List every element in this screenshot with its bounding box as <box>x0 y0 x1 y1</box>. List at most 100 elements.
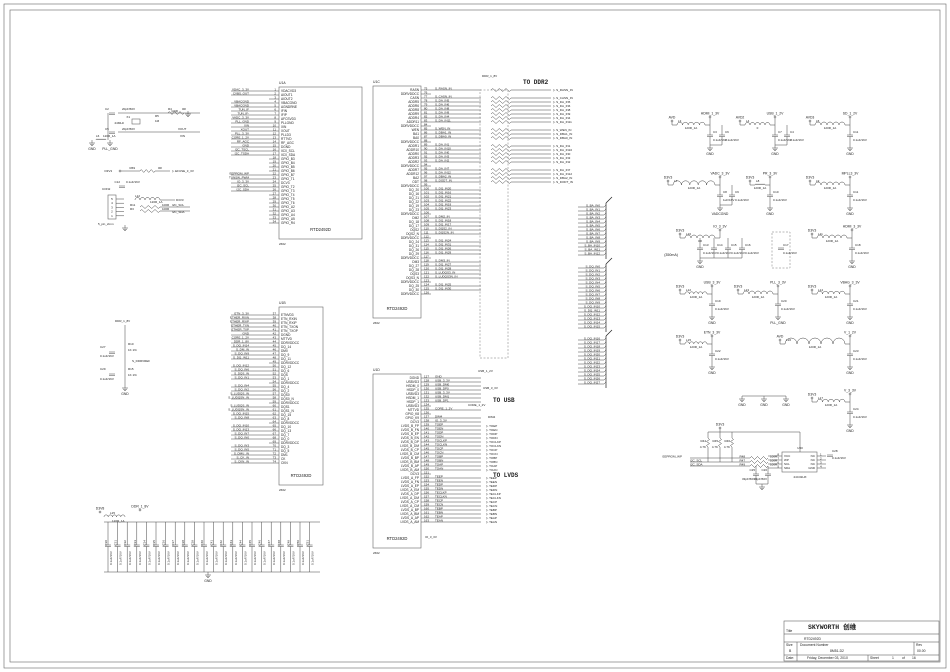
pin-name: DDRVDDCC <box>281 441 300 445</box>
pin-name: WEN <box>412 128 420 132</box>
eeprom-net-label: EEPROM_WP <box>662 454 682 458</box>
power-port-icon <box>848 392 852 396</box>
pin-number: 109 <box>424 223 429 227</box>
pin-name: ADDR3 <box>408 156 419 160</box>
ddr-rail-label: DDR_1_8V <box>482 74 497 78</box>
capacitor-ref: C16 <box>745 243 751 247</box>
offpage-net-label: ▷ S_DA_IN5 <box>553 100 571 104</box>
net-label: S_DA_IN9 <box>435 111 450 115</box>
net-label: VADC_3_3V <box>232 116 249 120</box>
net-label: TEDP <box>435 483 443 487</box>
net-label: S_DQ_IN21 <box>435 195 452 199</box>
bus-entry <box>603 212 607 216</box>
pin-name: ADDR10 <box>406 148 419 152</box>
bus-net-label: S_DQ_IN0 <box>585 264 600 268</box>
net-label: S_DQ_IN8 <box>234 416 249 420</box>
pin-name: GPIO_B5 <box>281 165 295 169</box>
resistor-ref: R44 <box>700 439 706 443</box>
capacitor-ref: C8 <box>723 190 727 194</box>
ic-part-label: RTD2492D <box>310 227 331 232</box>
net-label: DDR_1_8V <box>234 340 249 344</box>
net-label: VBACGND <box>234 104 250 108</box>
capacitor-ref: C10 <box>773 190 779 194</box>
bus-entry <box>603 269 607 273</box>
connector-pin-number: 1 <box>111 214 113 218</box>
pin-name: CK <box>281 457 286 461</box>
date-label: Date: <box>786 656 794 660</box>
pin-number: 120 <box>424 267 429 271</box>
pin-number: 2 <box>274 92 276 96</box>
pin-name: DQ_10 <box>281 425 291 429</box>
sheet-of-label: of <box>902 656 905 660</box>
power-port-icon <box>710 284 714 288</box>
ic-ref-label: U1B <box>279 301 286 305</box>
inductor-ref: L13 <box>744 288 749 292</box>
capacitor-ref: C13 <box>703 243 709 247</box>
pin-number: 154 <box>424 483 429 487</box>
pin-number: 145 <box>424 447 429 451</box>
bus-entry <box>603 325 607 329</box>
power-port-label: PR_3_3V <box>763 172 778 176</box>
pin-name: DQ_12 <box>281 365 291 369</box>
pin-name: USBVD3 <box>406 380 419 384</box>
capacitor-ref: C35 <box>152 540 156 546</box>
pin-number: 132 <box>424 395 429 399</box>
inductor-ref: L8 <box>756 179 760 183</box>
bus-net-label: S_DQ_IN3 <box>585 276 600 280</box>
net-label: S_DQ_IN0 <box>234 436 249 440</box>
usb-3v-label: USB_3_3V <box>483 386 498 390</box>
eeprom-pin-name: VCC <box>784 454 791 458</box>
pin-number: 146 <box>424 451 429 455</box>
net-label: S_LUDQS3_IN <box>435 271 455 275</box>
net-label: S_DBA1_IN <box>435 131 451 135</box>
net-label: S_DQ_IN14 <box>233 344 250 348</box>
pin-name: LVDS_A_DP <box>401 492 419 496</box>
pin-name: DQ_24 <box>409 240 419 244</box>
bus-entry <box>603 285 607 289</box>
resistor-value: 100R <box>770 454 778 458</box>
resistor-ref: R48 <box>739 454 745 458</box>
pin-name: BA1 <box>413 132 419 136</box>
bus-net-label: S_DQ_IN25 <box>584 372 601 376</box>
pin-name: DQ_0 <box>281 437 290 441</box>
pin-number: 32 <box>273 212 277 216</box>
bus-net-label: S_BA_IN10 <box>584 243 600 247</box>
pin-name: AFCSVD3 <box>281 117 296 121</box>
pin-number: 33 <box>273 216 277 220</box>
resistor-icon <box>490 108 512 112</box>
pin-name: ADDR6 <box>408 104 419 108</box>
net-label: S_DQ_IN3 <box>234 444 249 448</box>
pin-number: 45 <box>273 344 277 348</box>
supply-label: D3V3 <box>176 198 184 202</box>
capacitor-ref: C11 <box>853 130 859 134</box>
pin-number: 112 <box>424 235 429 239</box>
ic-ref-label: U1A <box>279 81 286 85</box>
pin-number: 23 <box>273 176 277 180</box>
pin-name: DM3 <box>412 260 419 264</box>
capacitor-ref: C32 <box>123 540 127 546</box>
power-port-icon <box>718 426 722 430</box>
net-label: S_CASN_IN <box>435 95 452 99</box>
bus-entry <box>603 313 607 317</box>
net-label: S_DQ_IN29 <box>435 251 452 255</box>
net-label: TECN <box>435 503 443 507</box>
pin-name: LVDS_A_AM <box>400 520 419 524</box>
bus-net-label: S_DQ_IN4 <box>585 280 600 284</box>
pin-number: 151 <box>424 471 429 475</box>
pin-name: LVDS_B_CM <box>400 452 419 456</box>
connector-net: I2C_SDA <box>172 210 185 214</box>
bus-entry <box>603 265 607 269</box>
ground-label: GND <box>846 152 854 156</box>
bus-net-label: S_DQ_IN7 <box>585 292 600 296</box>
capacitor-value: 20pF/50V <box>122 107 135 111</box>
net-label: TOEN <box>435 427 443 431</box>
bus-entry <box>603 317 607 321</box>
pin-number: 3 <box>274 96 276 100</box>
net-label: ETHER_TXP <box>231 328 249 332</box>
pin-name: DQ_13 <box>281 429 291 433</box>
inductor-ref: L14 <box>818 288 823 292</box>
net-label: S_DQ_IN1 <box>234 376 249 380</box>
pin-number: 30 <box>273 204 277 208</box>
pin-name: ADDR2 <box>408 160 419 164</box>
